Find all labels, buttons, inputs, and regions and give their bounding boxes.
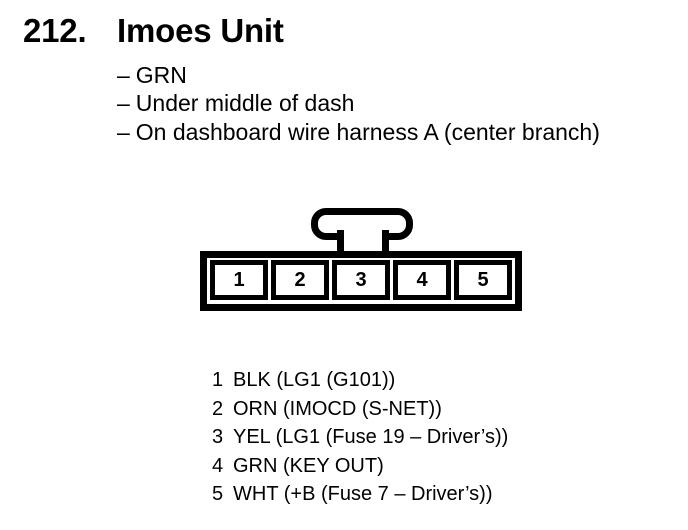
pin-description: YEL (LG1 (Fuse 19 – Driver’s)) [233, 426, 509, 449]
detail-item: – Under middle of dash [117, 89, 600, 117]
detail-item: – On dashboard wire harness A (center br… [117, 118, 600, 146]
pin-description-list: 1 BLK (LG1 (G101)) 2 ORN (IMOCD (S-NET))… [212, 366, 508, 509]
detail-text: Under middle of dash [135, 90, 355, 117]
connector-pin-cell: 3 [332, 260, 390, 300]
pin-number: 4 [212, 454, 224, 477]
detail-text: On dashboard wire harness A (center bran… [135, 118, 600, 145]
connector-pin-cell: 2 [271, 260, 329, 300]
dash-marker: – [117, 90, 130, 117]
pin-description: GRN (KEY OUT) [233, 454, 384, 477]
dash-marker: – [117, 62, 130, 88]
pin-row: 4 GRN (KEY OUT) [212, 452, 508, 481]
pin-description: WHT (+B (Fuse 7 – Driver’s)) [233, 483, 493, 506]
detail-list: – GRN – Under middle of dash – On dashbo… [117, 61, 600, 146]
pin-description: ORN (IMOCD (S-NET)) [233, 397, 442, 420]
connector-pin-cell: 1 [210, 260, 268, 300]
page-title: Imoes Unit [117, 12, 284, 49]
pin-number: 2 [212, 397, 224, 420]
pin-row: 1 BLK (LG1 (G101)) [212, 366, 508, 395]
connector-pin-cell: 5 [454, 260, 512, 300]
connector-body: 1 2 3 4 5 [200, 251, 522, 311]
pin-number: 3 [212, 426, 224, 449]
pin-row: 5 WHT (+B (Fuse 7 – Driver’s)) [212, 480, 508, 509]
detail-text: GRN [135, 62, 187, 88]
pin-number: 1 [212, 369, 224, 391]
dash-marker: – [117, 118, 130, 145]
pin-number: 5 [212, 483, 224, 506]
section-number: 212. [23, 12, 87, 49]
pin-row: 2 ORN (IMOCD (S-NET)) [212, 395, 508, 424]
connector-diagram: 1 2 3 4 5 [200, 208, 522, 311]
connector-pin-cell: 4 [393, 260, 451, 300]
pin-description: BLK (LG1 (G101)) [233, 369, 396, 391]
section-heading: 212. Imoes Unit [23, 13, 284, 49]
detail-item: – GRN [117, 61, 600, 89]
pin-row: 3 YEL (LG1 (Fuse 19 – Driver’s)) [212, 423, 508, 452]
